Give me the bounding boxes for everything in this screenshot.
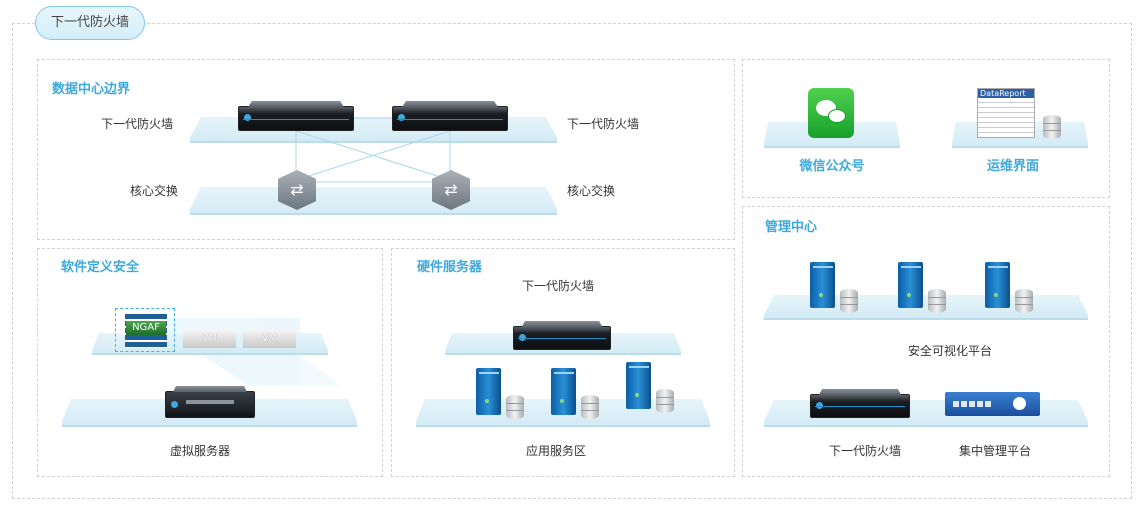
database-icon [506,395,524,419]
access-panel [742,59,1110,198]
central-mgmt-label: 集中管理平台 [958,444,1032,458]
server-tower-icon [898,262,923,308]
datareport-label: DataReport [978,89,1034,98]
management-panel [742,206,1110,477]
fw-right-label: 下一代防火墙 [567,117,640,131]
software-title: 软件定义安全 [61,260,140,275]
firewall-appliance [810,394,910,418]
firewall-appliance [392,106,508,131]
database-icon [1043,115,1061,139]
wechat-icon[interactable] [808,88,854,138]
tab-ngfw[interactable]: 下一代防火墙 [35,6,145,40]
hardware-panel [391,248,735,477]
server-tower-icon [626,362,651,409]
mgmt-fw-label: 下一代防火墙 [828,444,902,458]
ngaf-icon: NGAF [115,308,175,352]
database-icon [656,389,674,413]
wechat-label[interactable]: 微信公众号 [799,159,865,174]
database-icon [581,395,599,419]
management-title: 管理中心 [765,220,818,235]
firewall-appliance [238,106,354,131]
server-tower-icon [476,368,501,415]
central-mgmt-appliance [945,392,1040,416]
virtual-server-label: 虚拟服务器 [169,444,231,458]
vm-icon: VM [243,330,296,348]
ngaf-label: NGAF [126,321,166,335]
server-tower-icon [985,262,1010,308]
database-icon [1015,289,1033,313]
datareport-icon[interactable]: DataReport [977,88,1035,138]
app-zone-label: 应用服务区 [525,444,587,458]
hardware-fw-label: 下一代防火墙 [521,279,595,293]
datacenter-title: 数据中心边界 [52,82,131,97]
vm-icon: VM [183,330,236,348]
datacenter-panel [37,59,735,240]
firewall-appliance [513,326,611,350]
software-panel [37,248,383,477]
platform [190,187,557,215]
tab-label: 下一代防火墙 [50,15,129,30]
core-switch-icon: ⇄ [432,170,470,210]
server-tower-icon [810,262,835,308]
switch-left-label: 核心交换 [130,184,179,198]
core-switch-icon: ⇄ [278,170,316,210]
visual-platform-label: 安全可视化平台 [907,344,993,358]
hardware-title: 硬件服务器 [417,260,483,275]
database-icon [928,289,946,313]
fw-left-label: 下一代防火墙 [101,117,174,131]
ops-label[interactable]: 运维界面 [986,159,1040,174]
outer-frame [12,23,1132,499]
server-tower-icon [551,368,576,415]
virtual-server-icon [165,391,255,418]
switch-right-label: 核心交换 [567,184,616,198]
database-icon [840,289,858,313]
